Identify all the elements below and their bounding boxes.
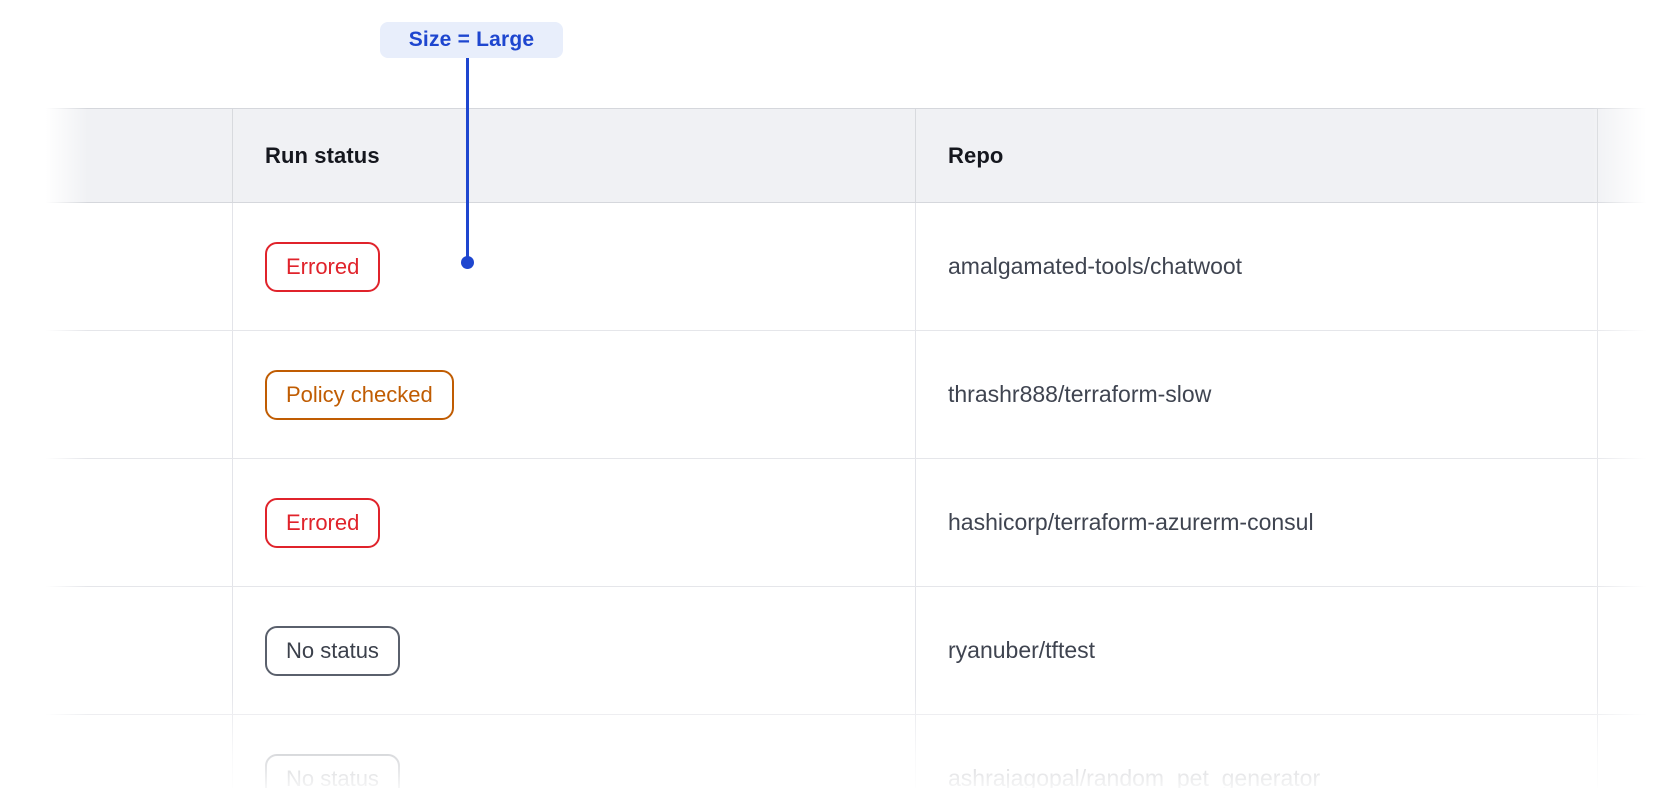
row-cell-leading-empty (44, 203, 233, 330)
run-status-badge: Errored (265, 241, 381, 292)
repo-name: hashicorp/terraform-azurerm-consul (948, 509, 1314, 535)
run-status-badge-label: No status (286, 765, 379, 788)
row-cell-trailing-empty (1598, 459, 1672, 586)
run-status-badge-label: No status (286, 637, 379, 663)
annotation-pointer-line (466, 58, 469, 258)
repo-name: thrashr888/terraform-slow (948, 381, 1212, 407)
table-row[interactable]: No status ryanuber/tftest (44, 587, 1672, 715)
table-row[interactable]: No status ashrajagopal/random_pet_genera… (44, 715, 1672, 788)
run-status-badge: No status (265, 625, 400, 676)
table-row[interactable]: Policy checked thrashr888/terraform-slow (44, 331, 1672, 459)
repo-name: ryanuber/tftest (948, 637, 1096, 663)
table-row[interactable]: Errored amalgamated-tools/chatwoot (44, 203, 1672, 331)
run-status-badge: Policy checked (265, 369, 454, 420)
repo-cell: thrashr888/terraform-slow (916, 331, 1598, 458)
row-cell-trailing-empty (1598, 331, 1672, 458)
run-status-cell: No status (233, 587, 916, 714)
header-cell-trailing-empty (1598, 109, 1672, 202)
table-row[interactable]: Errored hashicorp/terraform-azurerm-cons… (44, 459, 1672, 587)
repo-cell: ashrajagopal/random_pet_generator (916, 715, 1598, 788)
run-status-column-label: Run status (265, 142, 380, 168)
run-status-cell: No status (233, 715, 916, 788)
run-status-cell: Errored (233, 203, 916, 330)
row-cell-leading-empty (44, 715, 233, 788)
repo-name: ashrajagopal/random_pet_generator (948, 765, 1321, 788)
row-cell-trailing-empty (1598, 203, 1672, 330)
annotation-size-large-label: Size = Large (380, 22, 563, 58)
row-cell-trailing-empty (1598, 715, 1672, 788)
run-status-badge: Errored (265, 497, 381, 548)
repo-column-label: Repo (948, 142, 1004, 168)
header-cell-leading-empty (44, 109, 233, 202)
row-cell-leading-empty (44, 459, 233, 586)
repo-cell: hashicorp/terraform-azurerm-consul (916, 459, 1598, 586)
run-status-badge-label: Errored (286, 509, 360, 535)
table-header-row: Run status Repo (44, 108, 1672, 203)
repo-cell: ryanuber/tftest (916, 587, 1598, 714)
annotation-size-large-text: Size = Large (408, 28, 535, 51)
repo-cell: amalgamated-tools/chatwoot (916, 203, 1598, 330)
run-status-cell: Errored (233, 459, 916, 586)
repo-name: amalgamated-tools/chatwoot (948, 253, 1243, 279)
header-cell-run-status: Run status (233, 109, 916, 202)
header-cell-repo: Repo (916, 109, 1598, 202)
run-status-badge-label: Policy checked (286, 381, 433, 407)
run-status-badge-label: Errored (286, 253, 360, 279)
row-cell-leading-empty (44, 331, 233, 458)
row-cell-trailing-empty (1598, 587, 1672, 714)
run-status-badge: No status (265, 753, 400, 788)
table-body: Errored amalgamated-tools/chatwoot Polic… (44, 203, 1672, 788)
run-status-cell: Policy checked (233, 331, 916, 458)
annotation-pointer-dot (461, 256, 474, 269)
workspaces-table: Run status Repo Errored amalgamated-tool… (44, 108, 1672, 788)
row-cell-leading-empty (44, 587, 233, 714)
